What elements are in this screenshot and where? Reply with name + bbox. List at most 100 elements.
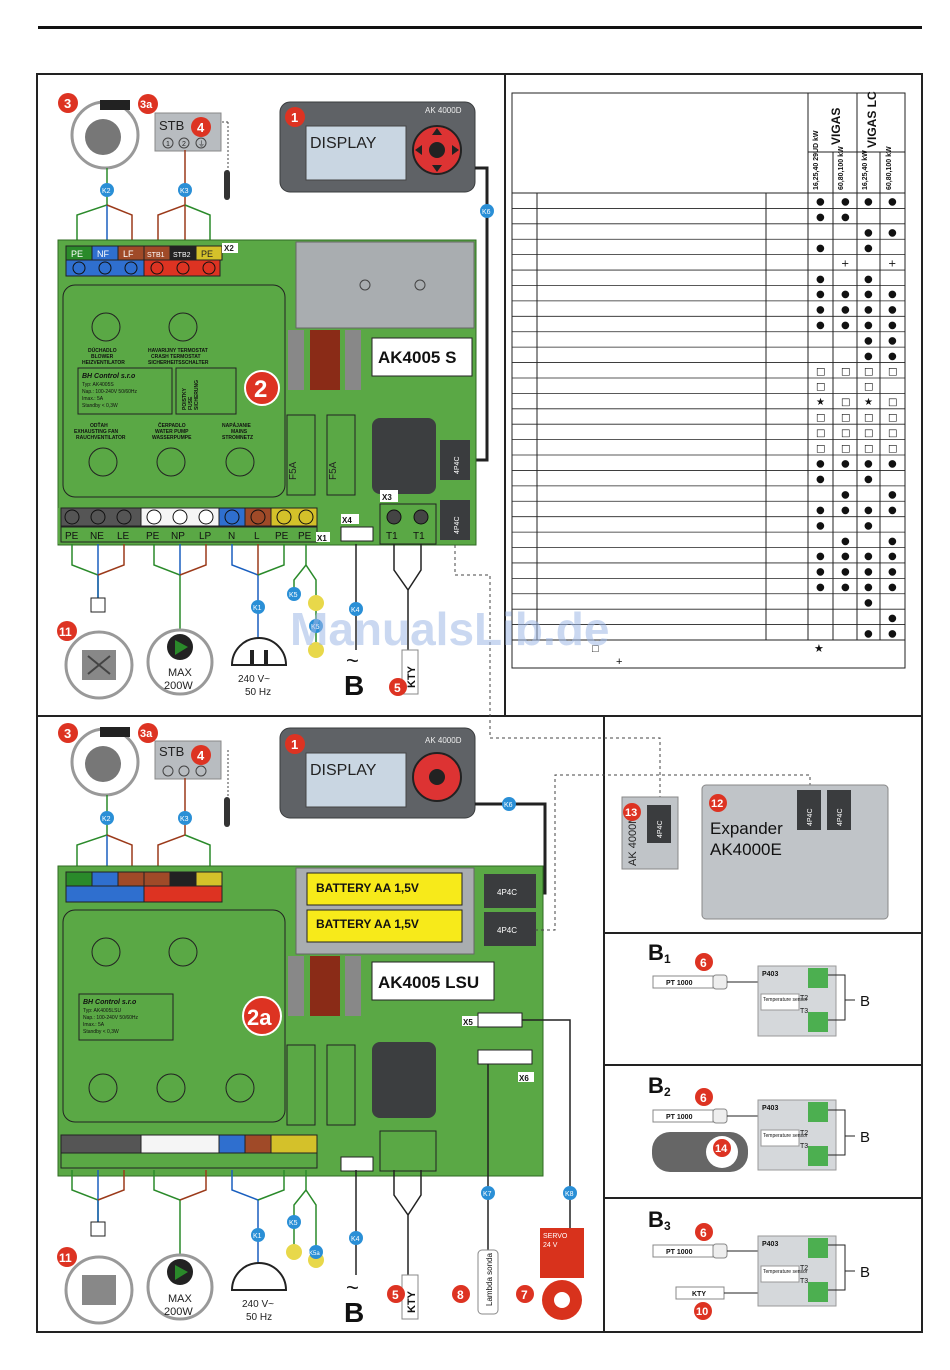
table-cell: ● xyxy=(816,505,825,516)
badge-3-b: 3 xyxy=(64,726,71,741)
table-cell: □ xyxy=(816,413,825,424)
table-cell: + xyxy=(841,258,849,269)
badge-7: 7 xyxy=(521,1288,528,1302)
table-cell: □ xyxy=(816,382,825,393)
table-cell: ● xyxy=(864,520,873,531)
badges: 3 3a 4 1 11 5 3 3a 4 1 11 5 8 7 13 12 6 … xyxy=(57,93,731,1320)
table-cell: ● xyxy=(888,289,897,300)
mains-plug-b: 240 V~ 50 Hz xyxy=(230,1262,288,1323)
badge-2a: 2a xyxy=(247,1005,272,1030)
badge-11: 11 xyxy=(59,625,72,639)
x6-label: X6 xyxy=(519,1074,529,1083)
bot-term-2: NE xyxy=(90,531,104,542)
badge-3a-b: 3a xyxy=(140,728,153,740)
cable-k5-2: K5 xyxy=(311,624,320,631)
cable-k3-b: K3 xyxy=(180,816,189,823)
table-cell: ● xyxy=(841,197,850,208)
badge-13: 13 xyxy=(625,807,637,819)
table-cell: ● xyxy=(864,243,873,254)
table-header-vigas-lc: VIGAS LC xyxy=(865,91,879,148)
battery-2: BATTERY AA 1,5V xyxy=(316,917,419,931)
crash-caption-1: HAVARIJNY TERMOSTAT xyxy=(148,348,208,354)
badge-4: 4 xyxy=(197,120,205,135)
badge-2: 2 xyxy=(254,376,267,403)
table-cell: ● xyxy=(841,490,850,501)
pump-caption-2: WATER PUMP xyxy=(155,429,189,435)
b3-t3: T3 xyxy=(800,1278,808,1285)
servo-volt: 24 V xyxy=(543,1242,558,1249)
servo: SERVO 24 V xyxy=(540,1228,584,1320)
servo-label: SERVO xyxy=(543,1233,568,1240)
table-cell: ● xyxy=(888,613,897,624)
expander-port-2: 4P4C xyxy=(837,808,844,826)
compatibility-table: VIGAS VIGAS LC 16,25,40 29UD kW 60,80,10… xyxy=(511,91,906,669)
table-cell: ● xyxy=(864,582,873,593)
badge-14: 14 xyxy=(715,1143,728,1155)
mains-freq-b: 50 Hz xyxy=(246,1312,272,1323)
watermark: ManualsLib.de xyxy=(290,603,609,655)
table-cell: ● xyxy=(864,305,873,316)
subheader-2: 60,80,100 kW xyxy=(838,146,845,190)
x3-label: X3 xyxy=(382,493,392,502)
exhaust-fan xyxy=(64,630,134,700)
table-cell: ● xyxy=(841,536,850,547)
table-cell: ● xyxy=(841,305,850,316)
b3-probe: PT 1000 xyxy=(666,1249,693,1256)
table-cell: + xyxy=(888,258,896,269)
table-header-vigas: VIGAS xyxy=(829,108,843,145)
table-cell: ● xyxy=(864,567,873,578)
sensor-b3: B 3 PT 1000 KTY P403 Temperature sensor … xyxy=(648,1207,870,1307)
b3-module: P403 xyxy=(762,1241,778,1248)
subheader-1: 16,25,40 29UD kW xyxy=(813,130,820,190)
pump-power-b: 200W xyxy=(164,1306,193,1318)
stb-t1: 1 xyxy=(166,141,170,148)
table-cell: ● xyxy=(864,335,873,346)
table-cell: ● xyxy=(816,459,825,470)
info-2: Typ: AK4005S xyxy=(82,382,114,388)
bot-term-10: PE xyxy=(298,531,312,542)
blower-caption-3: HEIZVENTILATOR xyxy=(82,360,125,366)
cable-k4: K4 xyxy=(351,607,360,614)
table-cell: ● xyxy=(816,520,825,531)
water-pump: MAX 200W xyxy=(146,628,214,696)
x3-term-2: T1 xyxy=(413,531,425,542)
b2-out: B xyxy=(860,1129,870,1146)
table-cell: ● xyxy=(864,274,873,285)
table-cell: ● xyxy=(864,597,873,608)
port-2: 4P4C xyxy=(454,516,461,534)
table-cell: ● xyxy=(864,551,873,562)
b1-t3: T3 xyxy=(800,1008,808,1015)
cable-k6: K6 xyxy=(482,209,491,216)
stb-label: STB xyxy=(159,118,184,133)
table-cell: ● xyxy=(841,551,850,562)
mains-volt: 240 V~ xyxy=(238,674,270,685)
x1-label: X1 xyxy=(317,534,327,543)
x2-label: X2 xyxy=(224,244,234,253)
top-panel: STB 1 2 ⏚ AK 4000D DISPLAY xyxy=(57,100,661,810)
fan-caption-2: EXHAUSTING FAN xyxy=(74,429,119,435)
table-cell: ● xyxy=(888,320,897,331)
info-1: BH Control s.r.o xyxy=(82,373,136,380)
cable-k7: K7 xyxy=(483,1191,492,1198)
kty-label: KTY xyxy=(406,665,418,688)
table-cell: □ xyxy=(841,366,850,377)
table-cell: ● xyxy=(888,197,897,208)
b2-title: B xyxy=(648,1073,664,1098)
table-cell: ● xyxy=(864,459,873,470)
badge-3a: 3a xyxy=(140,99,153,111)
badge-12: 12 xyxy=(711,798,723,810)
table-cell: ● xyxy=(816,567,825,578)
table-cell: ● xyxy=(888,490,897,501)
table-cell: ● xyxy=(841,459,850,470)
b1-probe: PT 1000 xyxy=(666,980,693,987)
x4-label: X4 xyxy=(342,516,352,525)
table-cell: ● xyxy=(841,212,850,223)
display-label-b: DISPLAY xyxy=(310,762,377,779)
display-label: DISPLAY xyxy=(310,135,377,152)
table-cell: ● xyxy=(841,289,850,300)
table-cell: ● xyxy=(888,351,897,362)
info-b2: Typ: AK4005LSU xyxy=(83,1008,121,1014)
bottom-panel: STB AK 4000D DISPLAY xyxy=(57,727,811,1328)
table-cell: ● xyxy=(841,320,850,331)
b1-module-label: Temperature sensor xyxy=(763,997,808,1003)
